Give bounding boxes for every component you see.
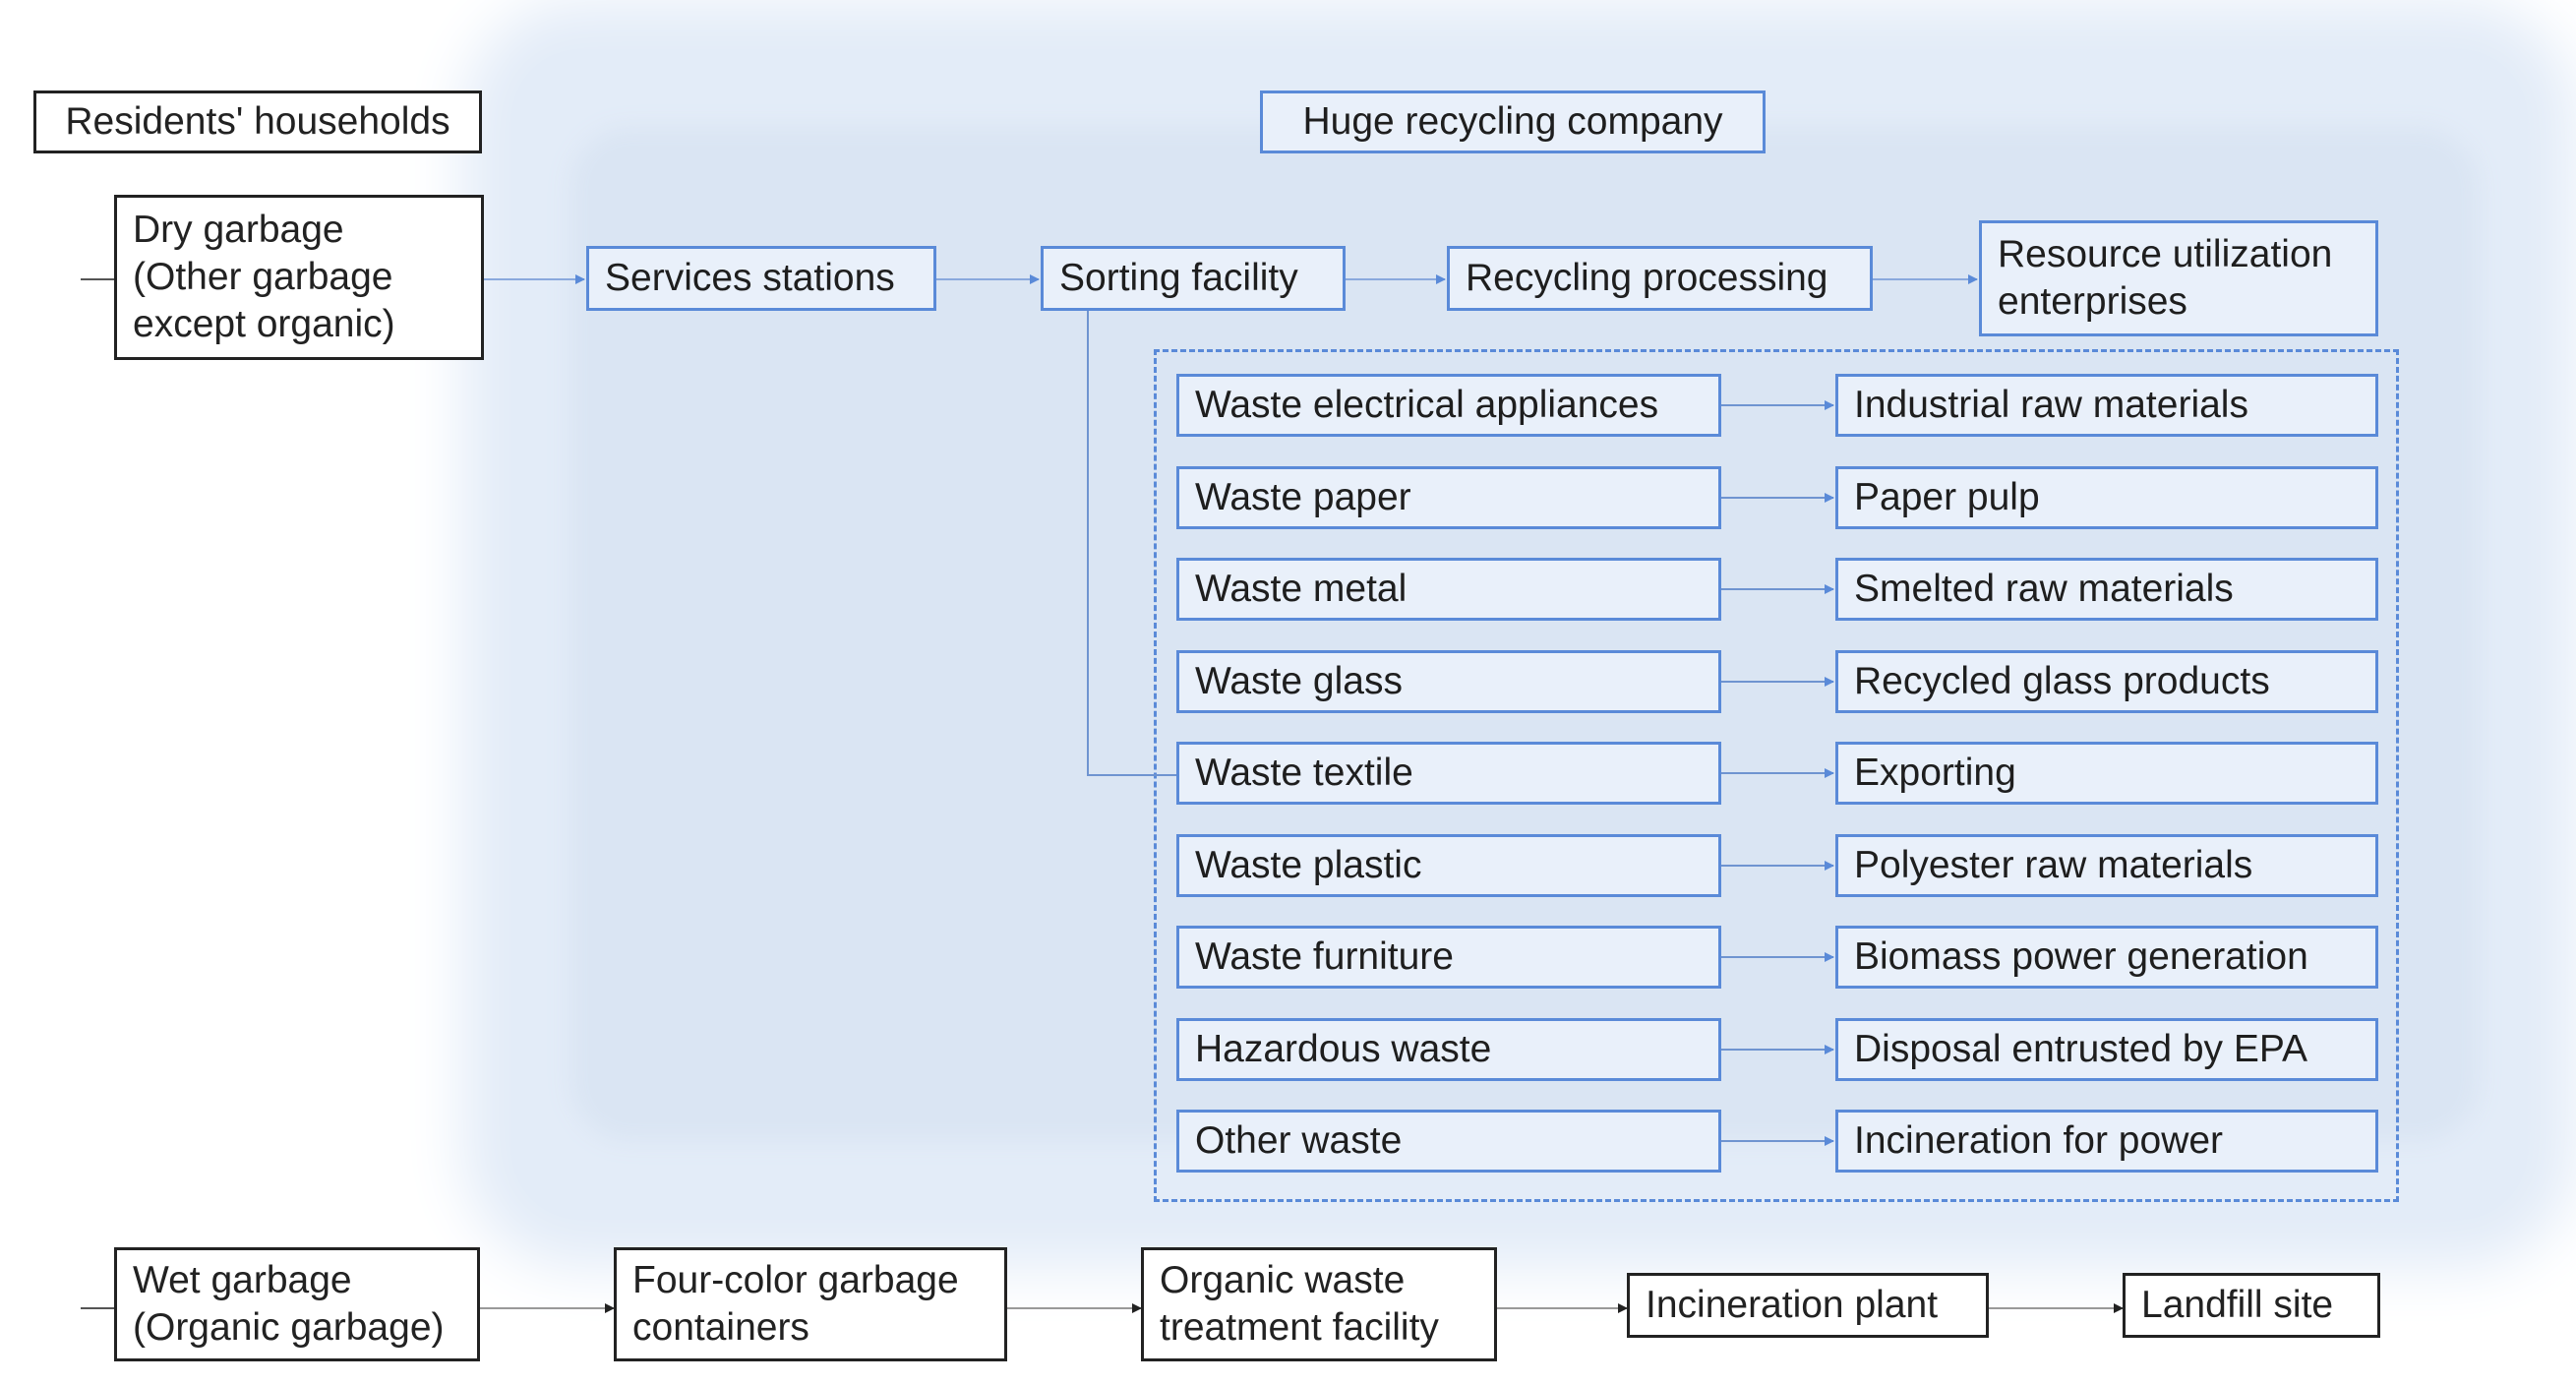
sorting-facility-box: Sorting facility	[1041, 246, 1346, 311]
destination-box: Recycled glass products	[1835, 650, 2378, 713]
destination-box: Paper pulp	[1835, 466, 2378, 529]
destination-box: Polyester raw materials	[1835, 834, 2378, 897]
waste-category-box: Waste textile	[1176, 742, 1721, 805]
destination-box: Disposal entrusted by EPA	[1835, 1018, 2378, 1081]
residents-households-label: Residents' households	[33, 90, 482, 153]
sorting-to-categories-line	[1087, 311, 1176, 776]
organic-waste-facility-box: Organic waste treatment facility	[1141, 1247, 1497, 1361]
destination-box: Incineration for power	[1835, 1110, 2378, 1173]
waste-category-box: Waste electrical appliances	[1176, 374, 1721, 437]
wet-garbage-box: Wet garbage (Organic garbage)	[114, 1247, 480, 1361]
resource-utilization-box: Resource utilization enterprises	[1979, 220, 2378, 336]
dry-garbage-box: Dry garbage (Other garbage except organi…	[114, 195, 484, 360]
destination-box: Industrial raw materials	[1835, 374, 2378, 437]
landfill-site-box: Landfill site	[2123, 1273, 2380, 1338]
huge-recycling-company-label: Huge recycling company	[1260, 90, 1766, 153]
waste-category-box: Hazardous waste	[1176, 1018, 1721, 1081]
waste-category-box: Waste furniture	[1176, 926, 1721, 989]
waste-category-box: Waste plastic	[1176, 834, 1721, 897]
waste-category-box: Waste paper	[1176, 466, 1721, 529]
incineration-plant-box: Incineration plant	[1627, 1273, 1989, 1338]
waste-category-box: Waste glass	[1176, 650, 1721, 713]
destination-box: Biomass power generation	[1835, 926, 2378, 989]
waste-category-box: Waste metal	[1176, 558, 1721, 621]
destination-box: Exporting	[1835, 742, 2378, 805]
waste-category-box: Other waste	[1176, 1110, 1721, 1173]
recycling-processing-box: Recycling processing	[1447, 246, 1873, 311]
four-color-containers-box: Four-color garbage containers	[614, 1247, 1007, 1361]
destination-box: Smelted raw materials	[1835, 558, 2378, 621]
services-stations-box: Services stations	[586, 246, 936, 311]
